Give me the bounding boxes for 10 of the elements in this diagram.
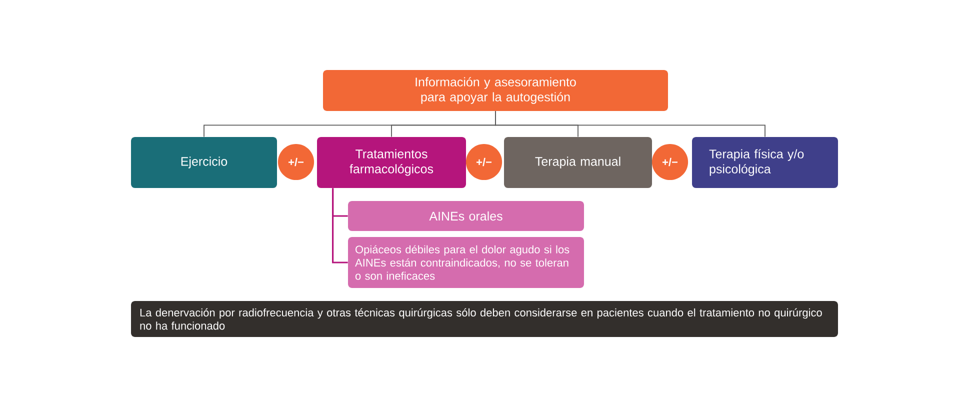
process-box: Terapia física y/o psicológica	[692, 137, 838, 188]
process-box: Terapia manual	[504, 137, 652, 188]
process-box: Información y asesoramiento para apoyar la autogestión	[323, 70, 668, 111]
process-box: Opiáceos débiles para el dolor agudo si los AINEs están contraindicados, no se toleran o son ineficaces	[348, 237, 584, 288]
process-box: AINEs orales	[348, 201, 584, 231]
process-box: Ejercicio	[131, 137, 277, 188]
connector-line	[332, 188, 348, 264]
process-box: Tratamientos farmacológicos	[317, 137, 466, 188]
process-box: La denervación por radiofrecuencia y otras técnicas quirúrgicas sólo deben considerarse en pacientes cuando el tratamiento no quirúrgico no ha funcionado	[131, 301, 838, 337]
connector-line	[495, 110, 766, 138]
